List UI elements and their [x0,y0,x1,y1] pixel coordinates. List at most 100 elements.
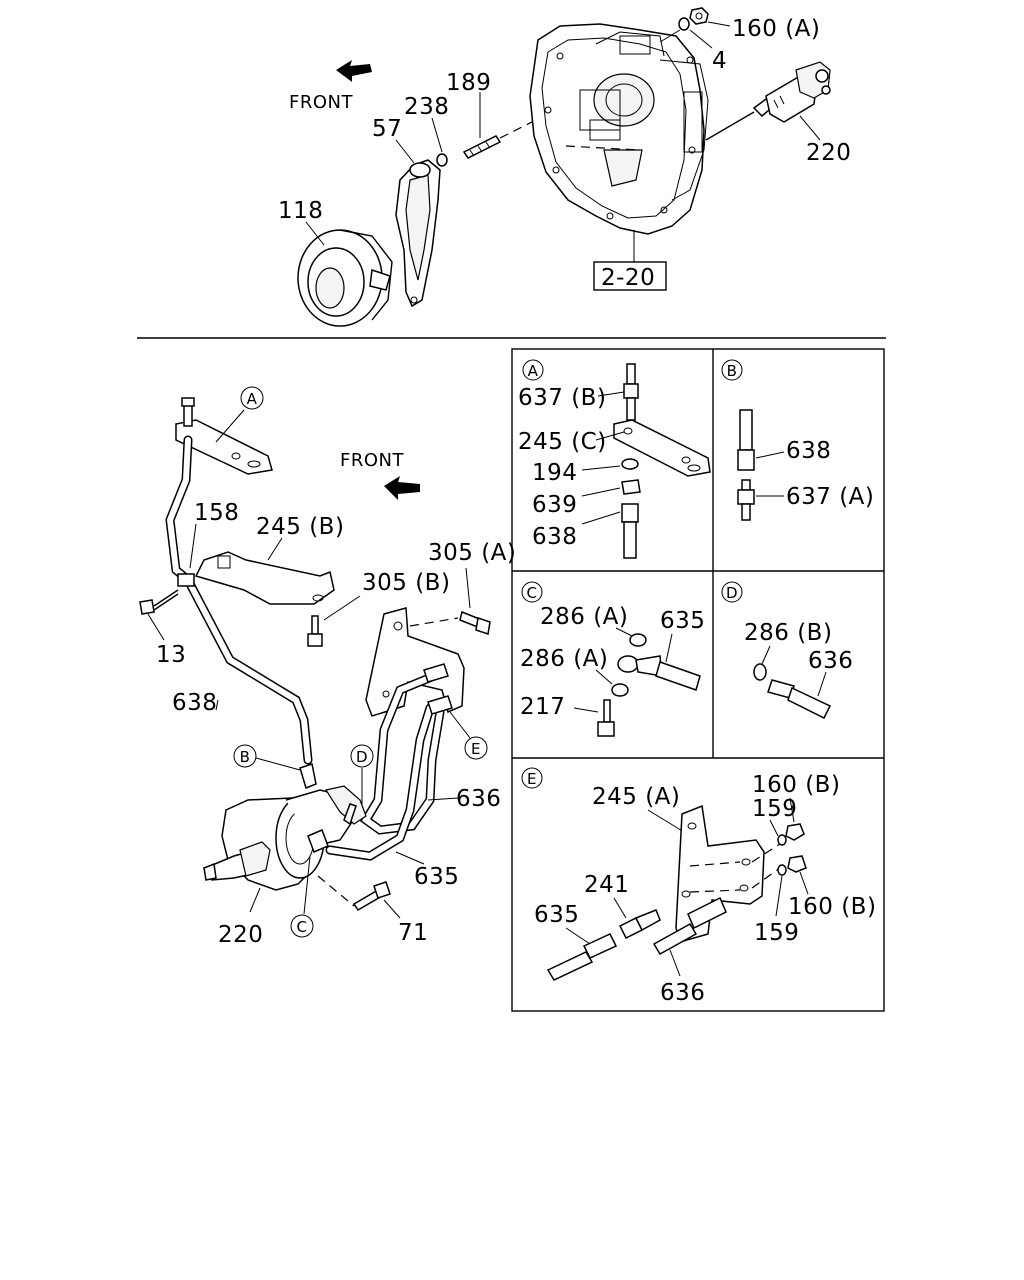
detail-a-key: A [528,362,539,380]
nut-160b-2 [787,855,807,873]
label-118: 118 [278,198,323,224]
callout-d-label: D [356,748,368,766]
slave-cylinder-220-lower [203,763,367,891]
callout-d-circle [350,744,374,768]
label-305a: 305 (A) [428,540,516,566]
nut-639 [621,479,641,495]
label-286a-1: 286 (A) [540,604,628,630]
nut-160b-1 [785,823,805,841]
label-635-e: 635 [534,902,579,928]
hose-636-e [652,896,727,956]
callout-a-circle [240,386,264,410]
detail-e-key: E [527,770,537,788]
label-159-1: 159 [752,796,797,822]
ref-box-2-20 [593,261,667,291]
callout-e-circle [464,736,488,760]
pipe-638-end [621,503,639,559]
callout-b-circle [233,744,257,768]
label-158: 158 [194,500,239,526]
label-13: 13 [156,642,186,668]
detail-grid [511,348,885,1012]
label-160b-1: 160 (B) [752,772,840,798]
detail-d-key: D [726,584,738,602]
bracket-245c [613,419,711,477]
fitting-637b [623,363,639,421]
bolt-305a [459,610,491,635]
washer-286a-1 [629,633,647,647]
label-638: 638 [172,690,217,716]
bolt-217 [597,699,615,737]
union-241 [618,909,661,940]
washer-286b [753,663,767,681]
fitting-637a [737,479,755,521]
label-220-lower: 220 [218,922,263,948]
callout-c-circle [290,914,314,938]
label-636-e: 636 [660,980,705,1006]
label-245b: 245 (B) [256,514,344,540]
label-639: 639 [532,492,577,518]
clip-158 [177,573,195,587]
pivot-ball-238 [436,153,448,167]
detail-b: B 638 637 (A) [721,359,874,521]
bracket-245b [194,551,335,605]
label-189: 189 [446,70,491,96]
label-638-a: 638 [532,524,577,550]
label-286a-2: 286 (A) [520,646,608,672]
nut-160a [689,7,709,25]
label-57: 57 [372,116,402,142]
washer-159-1 [777,834,787,846]
hose-end-636 [767,679,832,720]
pipe-bracket-top [175,397,273,475]
label-286b: 286 (B) [744,620,832,646]
hose-635-e [546,933,618,981]
label-160b-2: 160 (B) [788,894,876,920]
label-159-2: 159 [754,920,799,946]
detail-c: C 286 (A) 635 286 (A) 217 [520,581,705,737]
label-4: 4 [712,48,727,74]
upper-section: FRONT 118 57 238 [278,7,851,327]
detail-b-key: B [727,362,738,380]
bracket-245a [675,804,765,943]
label-635-c: 635 [660,608,705,634]
washer-194 [621,458,639,470]
hose-end-fittings [423,663,453,715]
pipe-638-b [737,409,755,471]
front-arrow-icon [336,60,372,82]
ref-box-label: 2-20 [601,265,655,291]
label-636: 636 [456,786,501,812]
front-arrow-lower-icon [384,476,420,500]
callout-a-label: A [247,390,258,408]
bracket-e [365,607,465,717]
label-160a: 160 (A) [732,16,820,42]
label-636-d: 636 [808,648,853,674]
release-bearing-118 [297,229,393,327]
callout-b-label: B [240,748,251,766]
washer-4 [678,17,690,31]
label-305b: 305 (B) [362,570,450,596]
label-220-upper: 220 [806,140,851,166]
callout-c-label: C [297,918,308,936]
banjo-635 [617,655,701,691]
label-194: 194 [532,460,577,486]
detail-e: E 245 (A) 160 (B) 159 160 (B) 159 241 [521,767,876,1006]
slave-cylinder-220-upper [752,61,831,123]
washer-159-2 [777,864,787,876]
release-fork-57 [395,159,441,308]
label-637a: 637 (A) [786,484,874,510]
bolt-305b [307,615,323,647]
stud-189 [462,135,502,159]
front-label-lower: FRONT [340,450,404,471]
detail-d: D 286 (B) 636 [721,581,853,720]
callout-e-label: E [471,740,481,758]
label-217: 217 [520,694,565,720]
front-label: FRONT [289,92,353,113]
clutch-housing [529,23,709,235]
label-638-b: 638 [786,438,831,464]
detail-c-key: C [527,584,538,602]
detail-a: A 637 (B) 245 (C) 194 639 638 [518,359,711,559]
label-71: 71 [398,920,428,946]
label-245a: 245 (A) [592,784,680,810]
label-245c: 245 (C) [518,429,607,455]
bolt-13 [139,589,179,615]
